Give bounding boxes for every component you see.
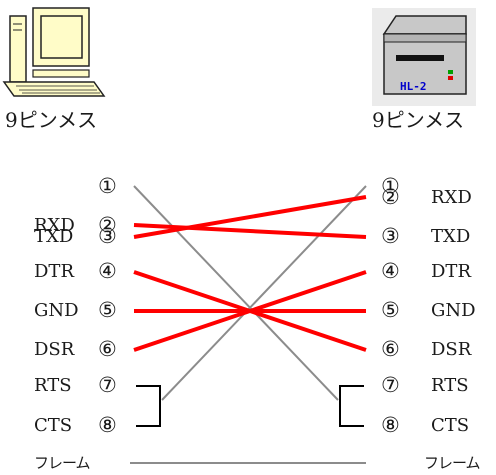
- desktop-computer-icon: [2, 7, 106, 97]
- right-frame-label: フレーム: [424, 454, 481, 472]
- right-rts-cts-loopback: [339, 385, 364, 427]
- right-signal-txd: TXD: [431, 226, 471, 247]
- device-model-label: HL-2: [400, 80, 427, 93]
- right-pin-2: ②: [381, 185, 400, 209]
- right-pin-1: ①: [381, 174, 400, 198]
- right-pin-8: ⑧: [381, 413, 400, 437]
- hl-2-device-icon: HL-2: [372, 8, 476, 106]
- right-signal-rts: RTS: [431, 375, 469, 396]
- left-signal-rts: RTS: [34, 375, 72, 396]
- left-signal-dtr: DTR: [34, 261, 74, 282]
- left-pin-5: ⑤: [98, 298, 117, 322]
- pin1-wire-left-to-right: [133, 185, 339, 401]
- left-signal-rxd: RXD: [34, 215, 75, 236]
- left-pin-8: ⑧: [98, 413, 117, 437]
- left-signal-gnd: GND: [34, 300, 79, 321]
- right-signal-dsr: DSR: [431, 339, 472, 360]
- left-pin-6: ⑥: [98, 337, 117, 361]
- right-signal-dtr: DTR: [431, 261, 471, 282]
- left-connector-label: 9ピンメス: [5, 108, 98, 132]
- right-signal-cts: CTS: [431, 415, 470, 436]
- left-pin-1: ①: [98, 174, 117, 198]
- wire-dsr-to-dtr: [133, 270, 367, 352]
- wire-txd-to-rxd: [133, 195, 367, 239]
- right-pin-3: ③: [381, 224, 400, 248]
- left-signal-cts: CTS: [34, 415, 73, 436]
- left-frame-label: フレーム: [34, 454, 91, 472]
- left-pin-7: ⑦: [98, 373, 117, 397]
- left-pin-4: ④: [98, 259, 117, 283]
- right-pin-4: ④: [381, 259, 400, 283]
- right-pin-5: ⑤: [381, 298, 400, 322]
- left-rts-cts-loopback: [136, 385, 161, 427]
- right-pin-6: ⑥: [381, 337, 400, 361]
- left-pin-2: ②: [98, 213, 117, 237]
- left-signal-dsr: DSR: [34, 339, 75, 360]
- right-pin-7: ⑦: [381, 373, 400, 397]
- pin1-wire-right-to-left: [161, 185, 367, 401]
- left-signal-txd: TXD: [34, 226, 74, 247]
- wire-rxd-to-txd: [133, 223, 367, 239]
- right-signal-rxd: RXD: [431, 187, 472, 208]
- right-connector-label: 9ピンメス: [372, 108, 465, 132]
- left-pin-3: ③: [98, 224, 117, 248]
- right-signal-gnd: GND: [431, 300, 476, 321]
